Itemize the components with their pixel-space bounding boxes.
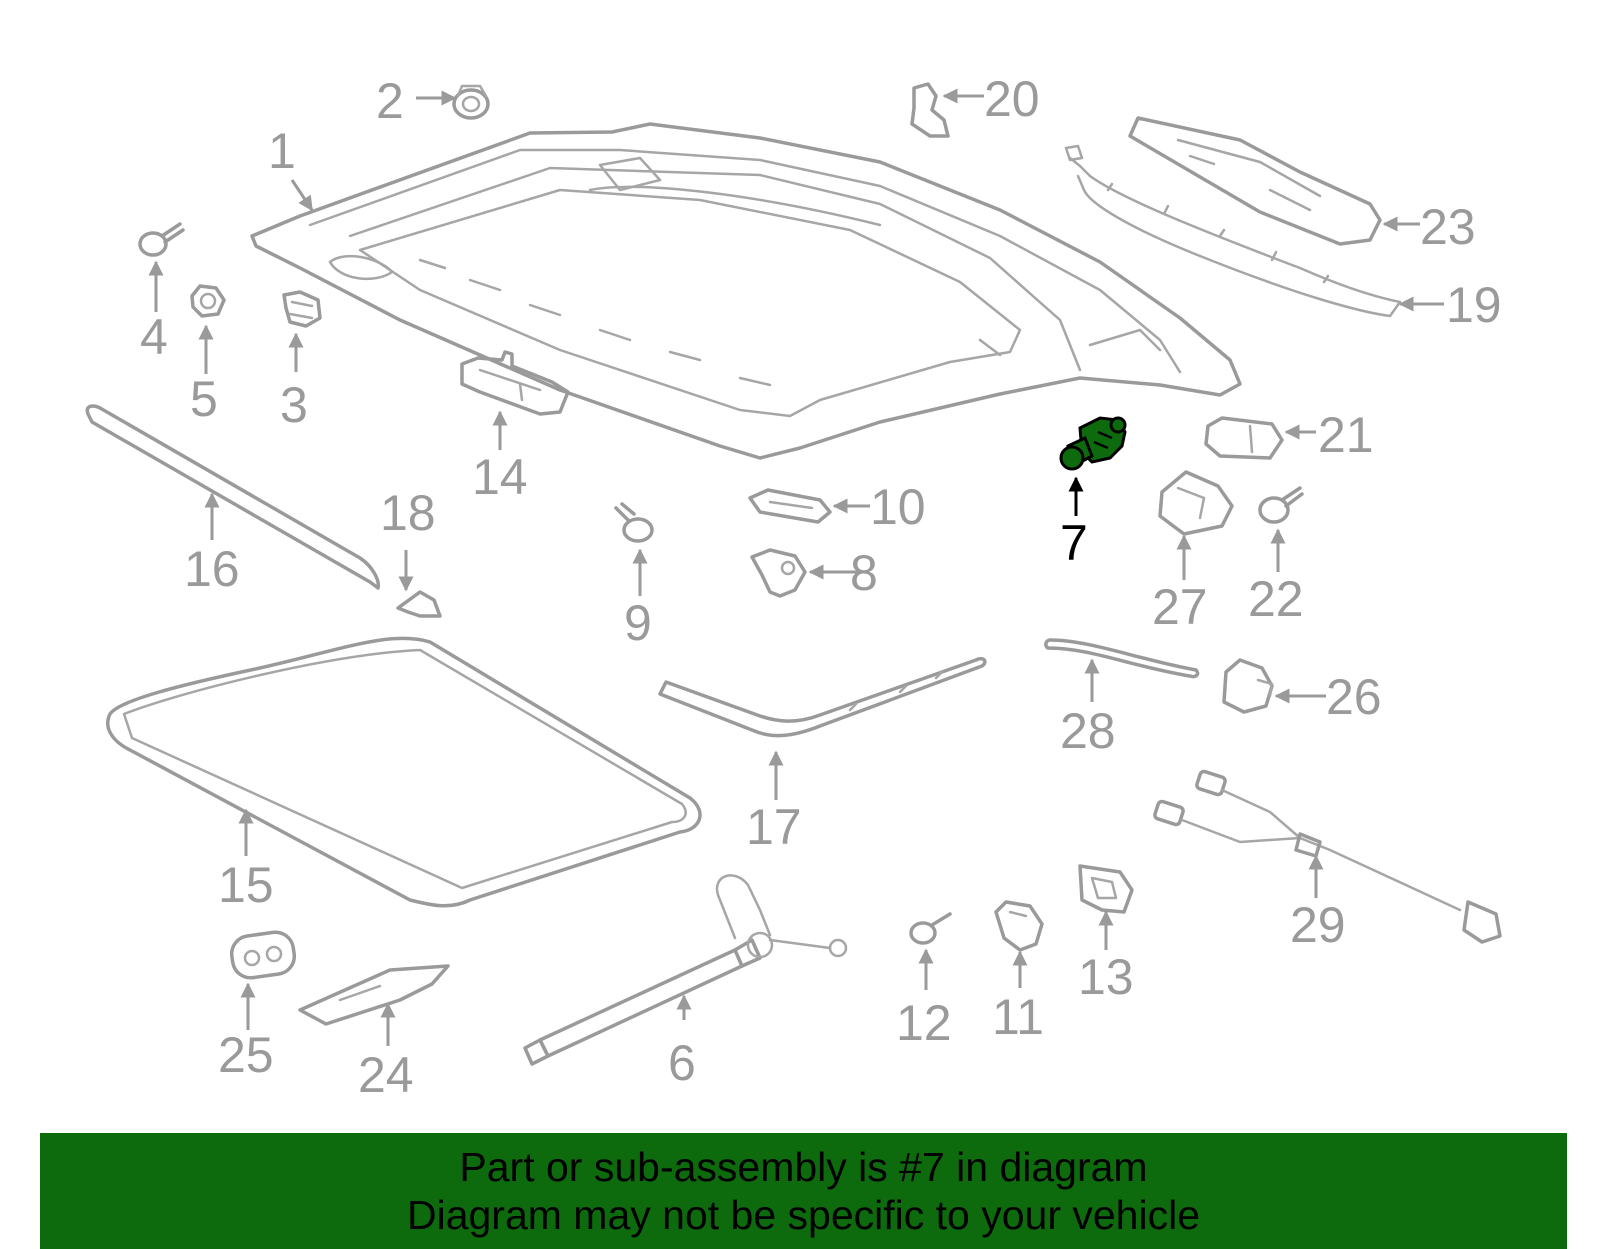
callout-12: 12	[896, 995, 952, 1051]
callout-11: 11	[992, 989, 1044, 1045]
part-28-rod	[1044, 638, 1200, 679]
part-26-connector	[1222, 658, 1274, 714]
callout-4: 4	[140, 309, 168, 365]
callout-3: 3	[280, 377, 308, 433]
callout-13: 13	[1078, 949, 1134, 1005]
callout-10: 10	[870, 479, 926, 535]
callout-22: 22	[1248, 571, 1304, 627]
part-21-housing	[1204, 416, 1284, 460]
part-29-wiring-harness	[1153, 769, 1502, 944]
callout-8: 8	[850, 545, 878, 601]
part-6-strut	[523, 874, 848, 1066]
callout-1: 1	[268, 123, 296, 179]
part-10-switch	[748, 488, 832, 524]
callout-14: 14	[472, 449, 528, 505]
part-25-grommet	[229, 930, 297, 980]
callout-29: 29	[1290, 897, 1346, 953]
callout-27: 27	[1152, 579, 1208, 635]
callout-numbers: 1 2 3 4 5 6 7 8 9 10 11 12 13 14 15 16 1…	[140, 71, 1502, 1103]
part-14-handle	[460, 350, 570, 416]
part-11-bumper	[994, 900, 1044, 952]
part-9-bolt	[614, 502, 654, 543]
banner-line-2: Diagram may not be specific to your vehi…	[406, 1192, 1200, 1238]
callout-16: 16	[184, 541, 240, 597]
callout-9: 9	[624, 595, 652, 651]
part-18-clip	[396, 590, 442, 618]
part-24-trim	[298, 964, 450, 1026]
banner-line-1: Part or sub-assembly is #7 in diagram	[459, 1144, 1148, 1190]
part-4-bolt	[138, 222, 185, 257]
callout-26: 26	[1326, 669, 1382, 725]
part-12-screw	[909, 912, 952, 945]
part-23-spoiler	[1128, 116, 1382, 246]
callout-2: 2	[376, 73, 404, 129]
leader-lines	[148, 88, 1444, 1046]
part-8-latch	[750, 548, 807, 598]
part-27-latch-assembly	[1158, 470, 1234, 536]
part-7-fastener-highlighted	[1059, 416, 1127, 471]
part-22-bolt	[1258, 486, 1304, 524]
callout-24: 24	[358, 1047, 414, 1103]
liftgate-panel	[250, 122, 1242, 460]
callout-5: 5	[190, 371, 218, 427]
part-20-bracket	[910, 82, 950, 138]
callout-25: 25	[218, 1027, 274, 1083]
part-16-weatherstrip	[85, 404, 381, 590]
part-17-molding	[658, 656, 987, 738]
callout-18: 18	[380, 485, 436, 541]
callout-21: 21	[1318, 407, 1374, 463]
part-13-striker	[1078, 864, 1134, 914]
callout-17: 17	[746, 799, 802, 855]
callout-7: 7	[1060, 515, 1088, 571]
callout-23: 23	[1420, 199, 1476, 255]
callout-15: 15	[218, 857, 274, 913]
part-2-grommet	[452, 84, 490, 120]
notice-banner: Part or sub-assembly is #7 in diagram Di…	[40, 1133, 1567, 1249]
part-19-wiring-strip	[1064, 144, 1402, 318]
part-3-clip	[282, 290, 322, 328]
callout-6: 6	[668, 1035, 696, 1091]
part-15-glass-seal	[106, 636, 702, 908]
callout-28: 28	[1060, 703, 1116, 759]
part-5-nut	[190, 284, 226, 318]
callout-19: 19	[1446, 277, 1502, 333]
callout-20: 20	[984, 71, 1040, 127]
